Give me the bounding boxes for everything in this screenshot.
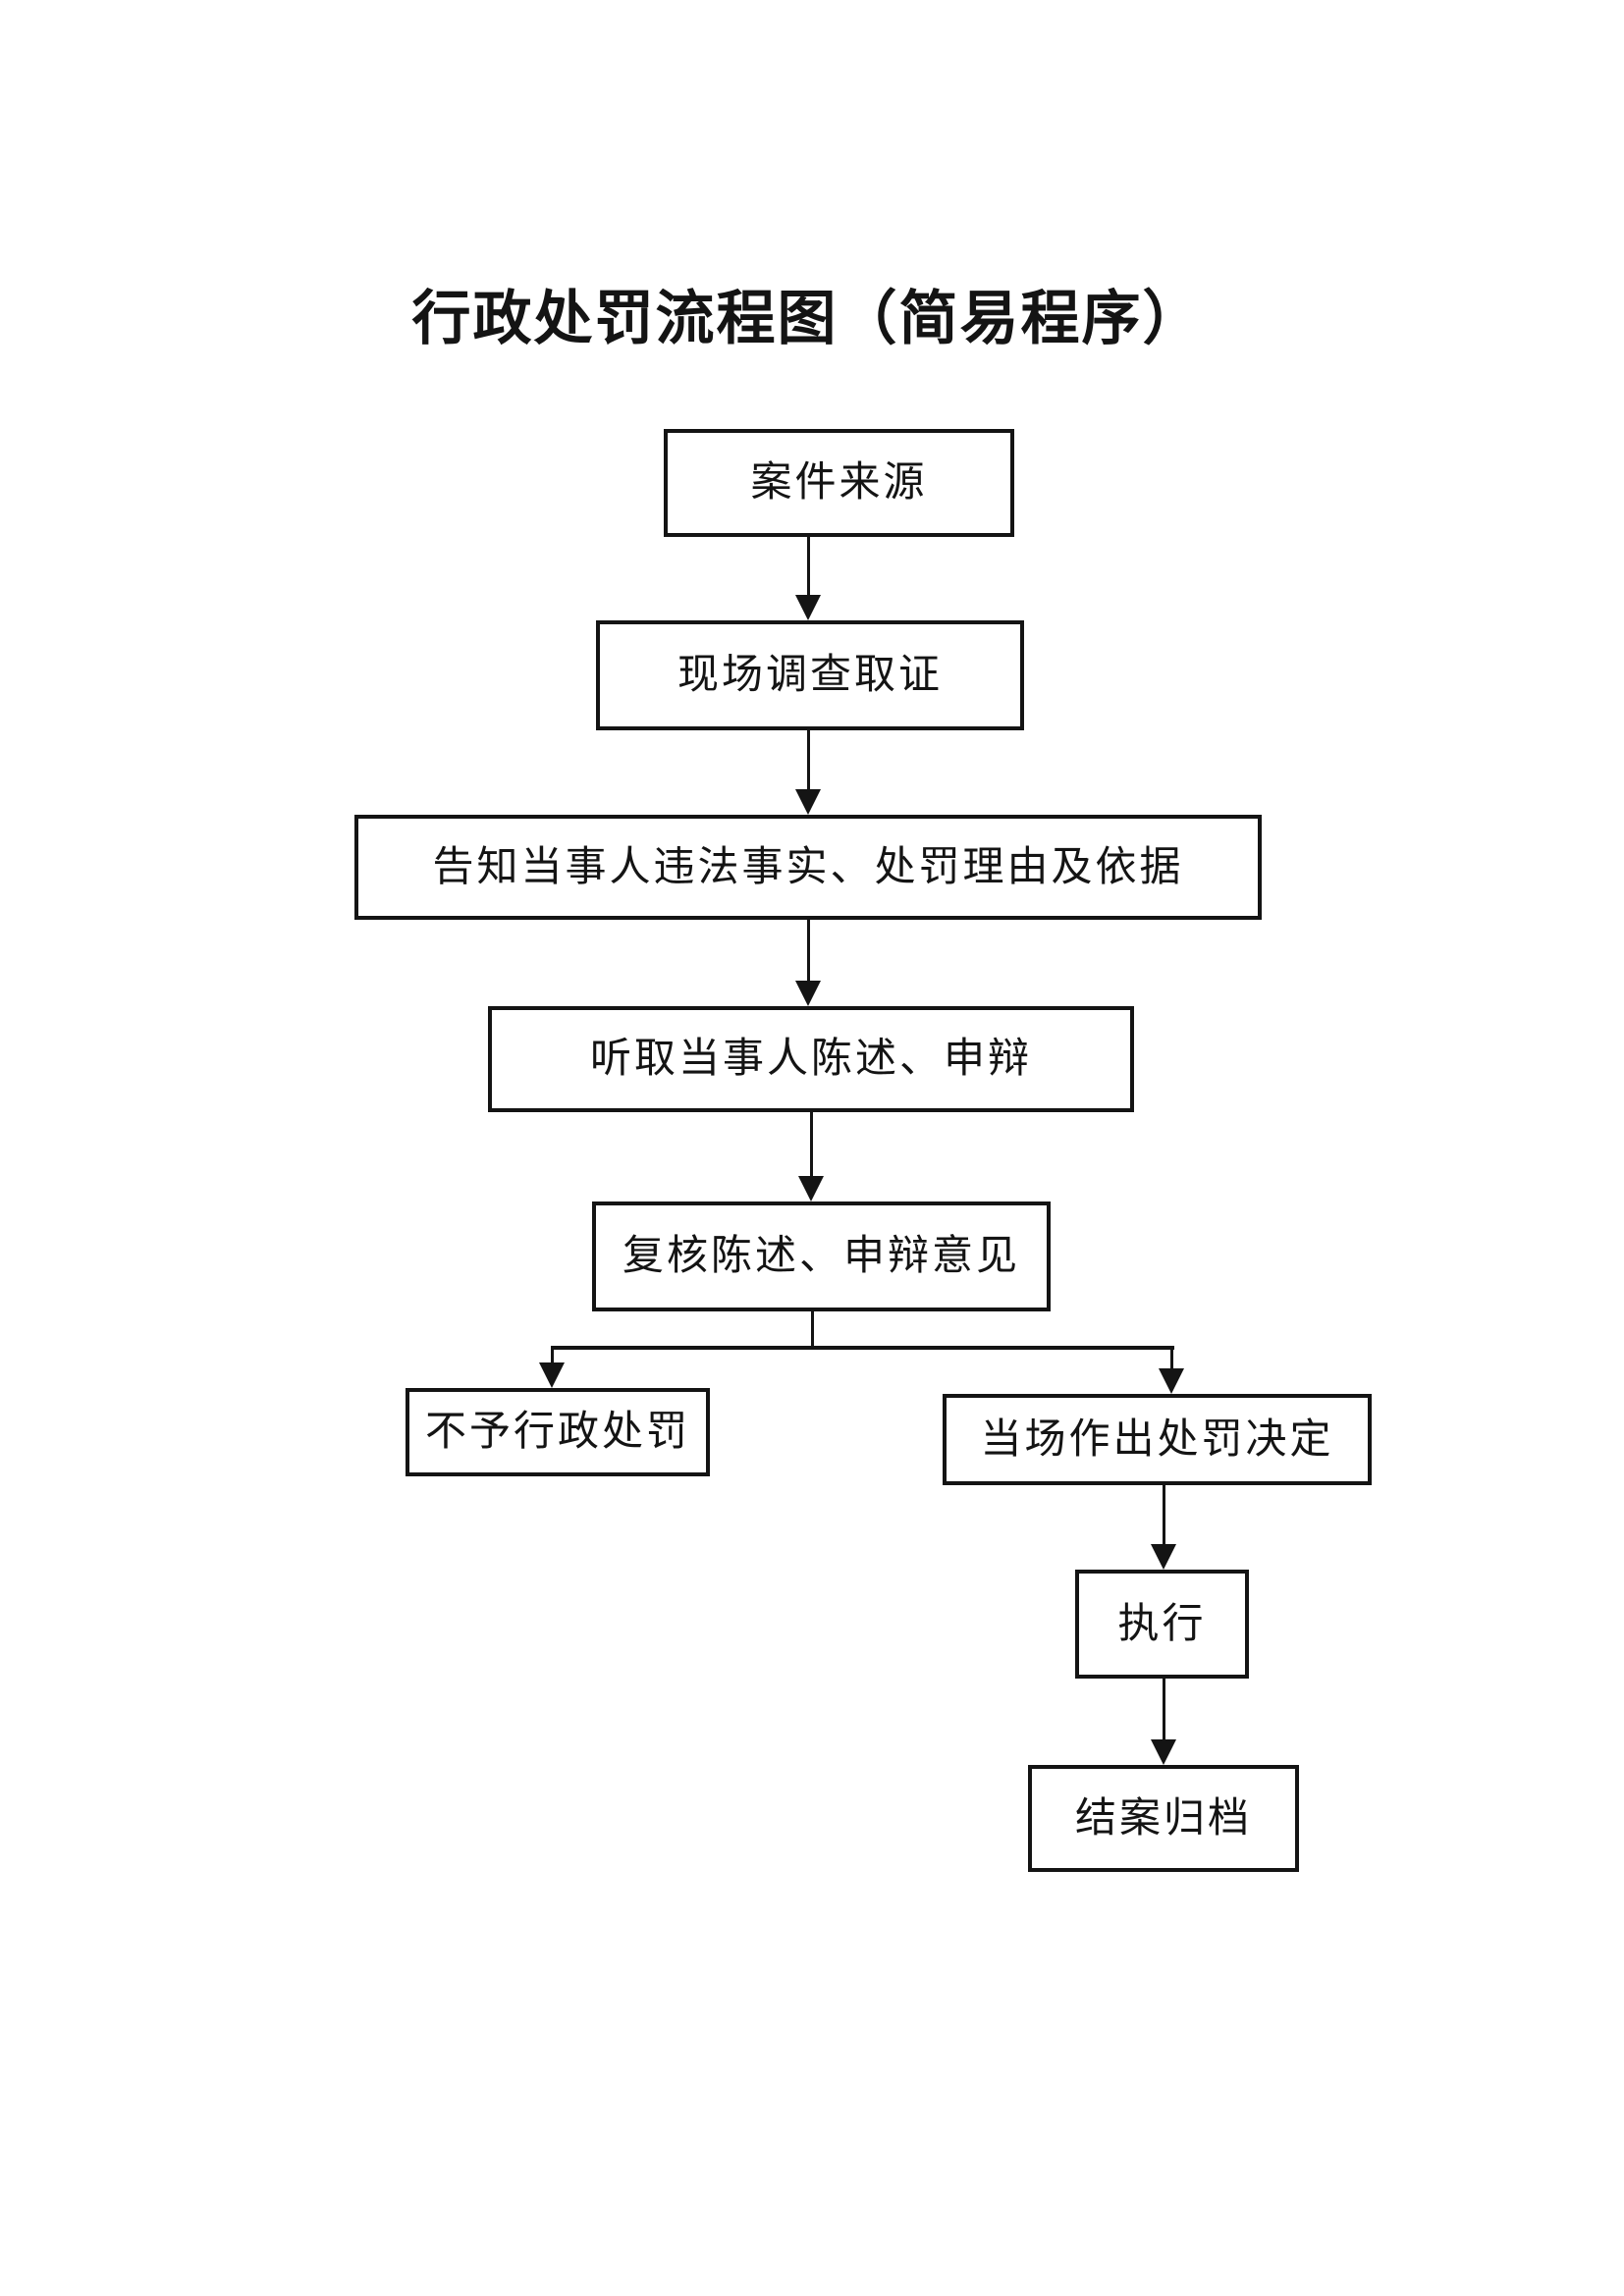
arrow-down-icon [1151,1739,1176,1765]
edge-review-to-no-penalty [551,1346,554,1364]
page-title: 行政处罚流程图（简易程序） [411,286,1204,351]
node-listen: 听取当事人陈述、申辩 [488,1006,1134,1112]
node-inform-label: 告知当事人违法事实、处罚理由及依据 [432,844,1184,890]
edge-decision-to-execute [1163,1485,1165,1546]
edge-execute-to-close-file [1163,1679,1165,1741]
node-case-source-label: 案件来源 [750,460,928,506]
arrow-down-icon [1159,1368,1184,1394]
node-no-penalty: 不予行政处罚 [406,1388,710,1476]
node-listen-label: 听取当事人陈述、申辩 [589,1037,1032,1082]
node-decision-label: 当场作出处罚决定 [980,1416,1334,1463]
node-close-file: 结案归档 [1028,1765,1299,1872]
arrow-down-icon [795,595,821,620]
edge-investigation-to-inform [807,730,810,791]
node-review: 复核陈述、申辩意见 [592,1201,1051,1311]
node-investigation: 现场调查取证 [596,620,1024,730]
node-investigation-label: 现场调查取证 [677,653,943,698]
edge-inform-to-listen [807,920,810,983]
edge-case-source-to-investigation [807,537,810,598]
edge-listen-to-review [810,1112,813,1178]
node-decision: 当场作出处罚决定 [943,1394,1372,1485]
node-execute: 执行 [1075,1570,1249,1679]
arrow-down-icon [1151,1544,1176,1570]
node-close-file-label: 结案归档 [1074,1795,1252,1842]
edge-review-branch-line [551,1346,1174,1350]
node-inform: 告知当事人违法事实、处罚理由及依据 [354,815,1262,920]
node-execute-label: 执行 [1117,1601,1207,1647]
edge-review-branch-stub [811,1311,814,1348]
node-no-penalty-label: 不予行政处罚 [424,1410,690,1455]
node-case-source: 案件来源 [664,429,1014,537]
arrow-down-icon [798,1176,824,1201]
arrow-down-icon [539,1362,565,1388]
edge-review-to-decision [1170,1346,1173,1370]
arrow-down-icon [795,981,821,1006]
node-review-label: 复核陈述、申辩意见 [622,1234,1020,1279]
arrow-down-icon [795,789,821,815]
